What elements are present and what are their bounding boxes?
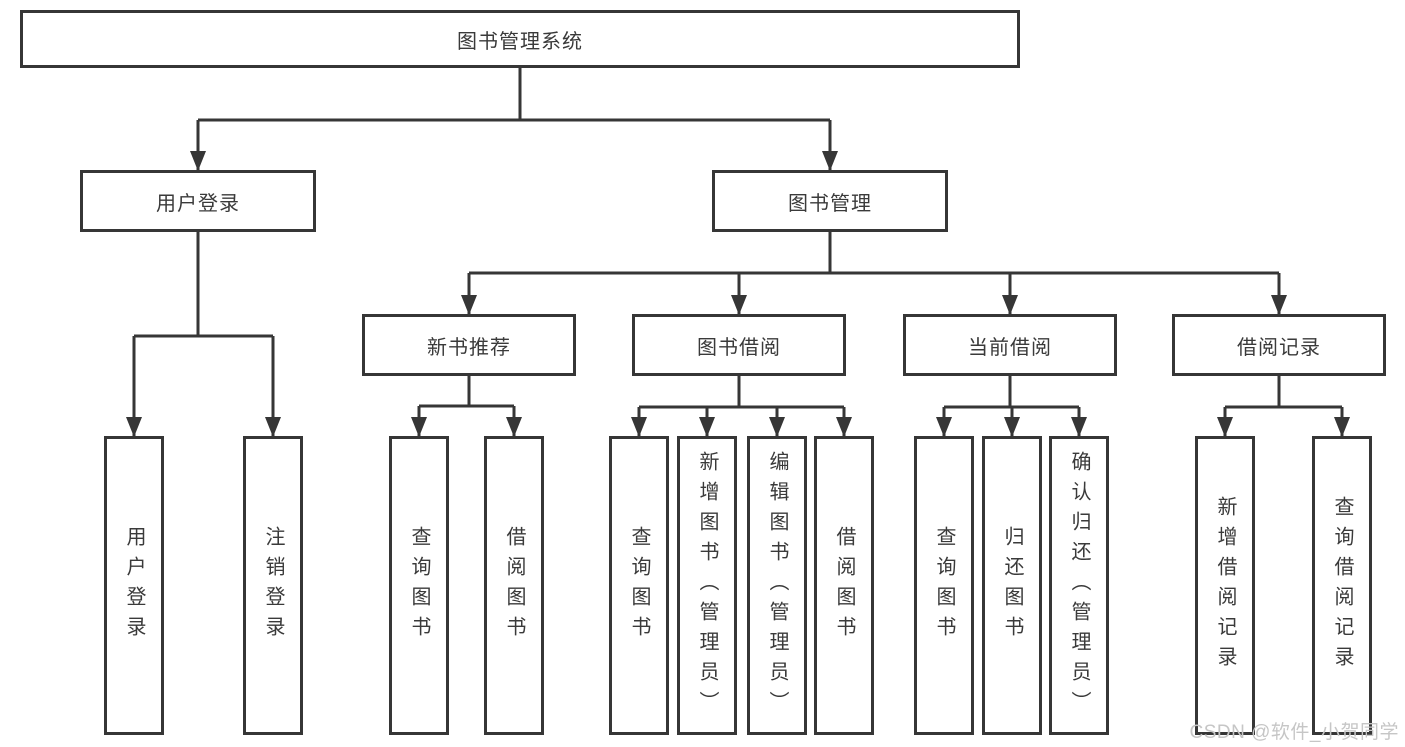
leaf-label: 注销登录 [262, 525, 284, 646]
leaf-query-books-borrow: 查询图书 [609, 436, 669, 735]
node-book-management: 图书管理 [712, 170, 948, 232]
leaf-label: 借阅图书 [833, 525, 855, 646]
leaf-query-borrow-record: 查询借阅记录 [1312, 436, 1372, 735]
leaf-logout-login: 注销登录 [243, 436, 303, 735]
leaf-query-books-recommend: 查询图书 [389, 436, 449, 735]
leaf-confirm-return-admin: 确认归还（管理员） [1049, 436, 1109, 735]
csdn-watermark: CSDN @软件_小贺同学 [1189, 722, 1399, 743]
leaf-borrow-books: 借阅图书 [814, 436, 874, 735]
leaf-edit-books-admin: 编辑图书（管理员） [747, 436, 807, 735]
leaf-add-borrow-record: 新增借阅记录 [1195, 436, 1255, 735]
leaf-label: 查询图书 [628, 525, 650, 646]
node-current-borrowing: 当前借阅 [903, 314, 1117, 376]
leaf-user-login: 用户登录 [104, 436, 164, 735]
node-borrowing-records: 借阅记录 [1172, 314, 1386, 376]
node-library-management-system: 图书管理系统 [20, 10, 1020, 68]
node-label: 图书管理 [788, 192, 872, 215]
node-label: 当前借阅 [968, 336, 1052, 359]
leaf-return-books: 归还图书 [982, 436, 1042, 735]
leaf-label: 编辑图书（管理员） [766, 450, 788, 721]
node-label: 图书管理系统 [457, 30, 583, 53]
leaf-label: 新增图书（管理员） [696, 450, 718, 721]
leaf-label: 查询图书 [933, 525, 955, 646]
node-new-book-recommendation: 新书推荐 [362, 314, 576, 376]
leaf-label: 用户登录 [123, 525, 145, 646]
node-label: 借阅记录 [1237, 336, 1321, 359]
node-label: 用户登录 [156, 192, 240, 215]
leaf-label: 新增借阅记录 [1214, 495, 1236, 676]
node-label: 图书借阅 [697, 336, 781, 359]
leaf-query-books-current: 查询图书 [914, 436, 974, 735]
node-user-login: 用户登录 [80, 170, 316, 232]
node-label: 新书推荐 [427, 336, 511, 359]
leaf-borrow-books-recommend: 借阅图书 [484, 436, 544, 735]
leaf-label: 归还图书 [1001, 525, 1023, 646]
leaf-add-books-admin: 新增图书（管理员） [677, 436, 737, 735]
leaf-label: 查询图书 [408, 525, 430, 646]
leaf-label: 查询借阅记录 [1331, 495, 1353, 676]
node-book-borrowing: 图书借阅 [632, 314, 846, 376]
leaf-label: 确认归还（管理员） [1068, 450, 1090, 721]
leaf-label: 借阅图书 [503, 525, 525, 646]
